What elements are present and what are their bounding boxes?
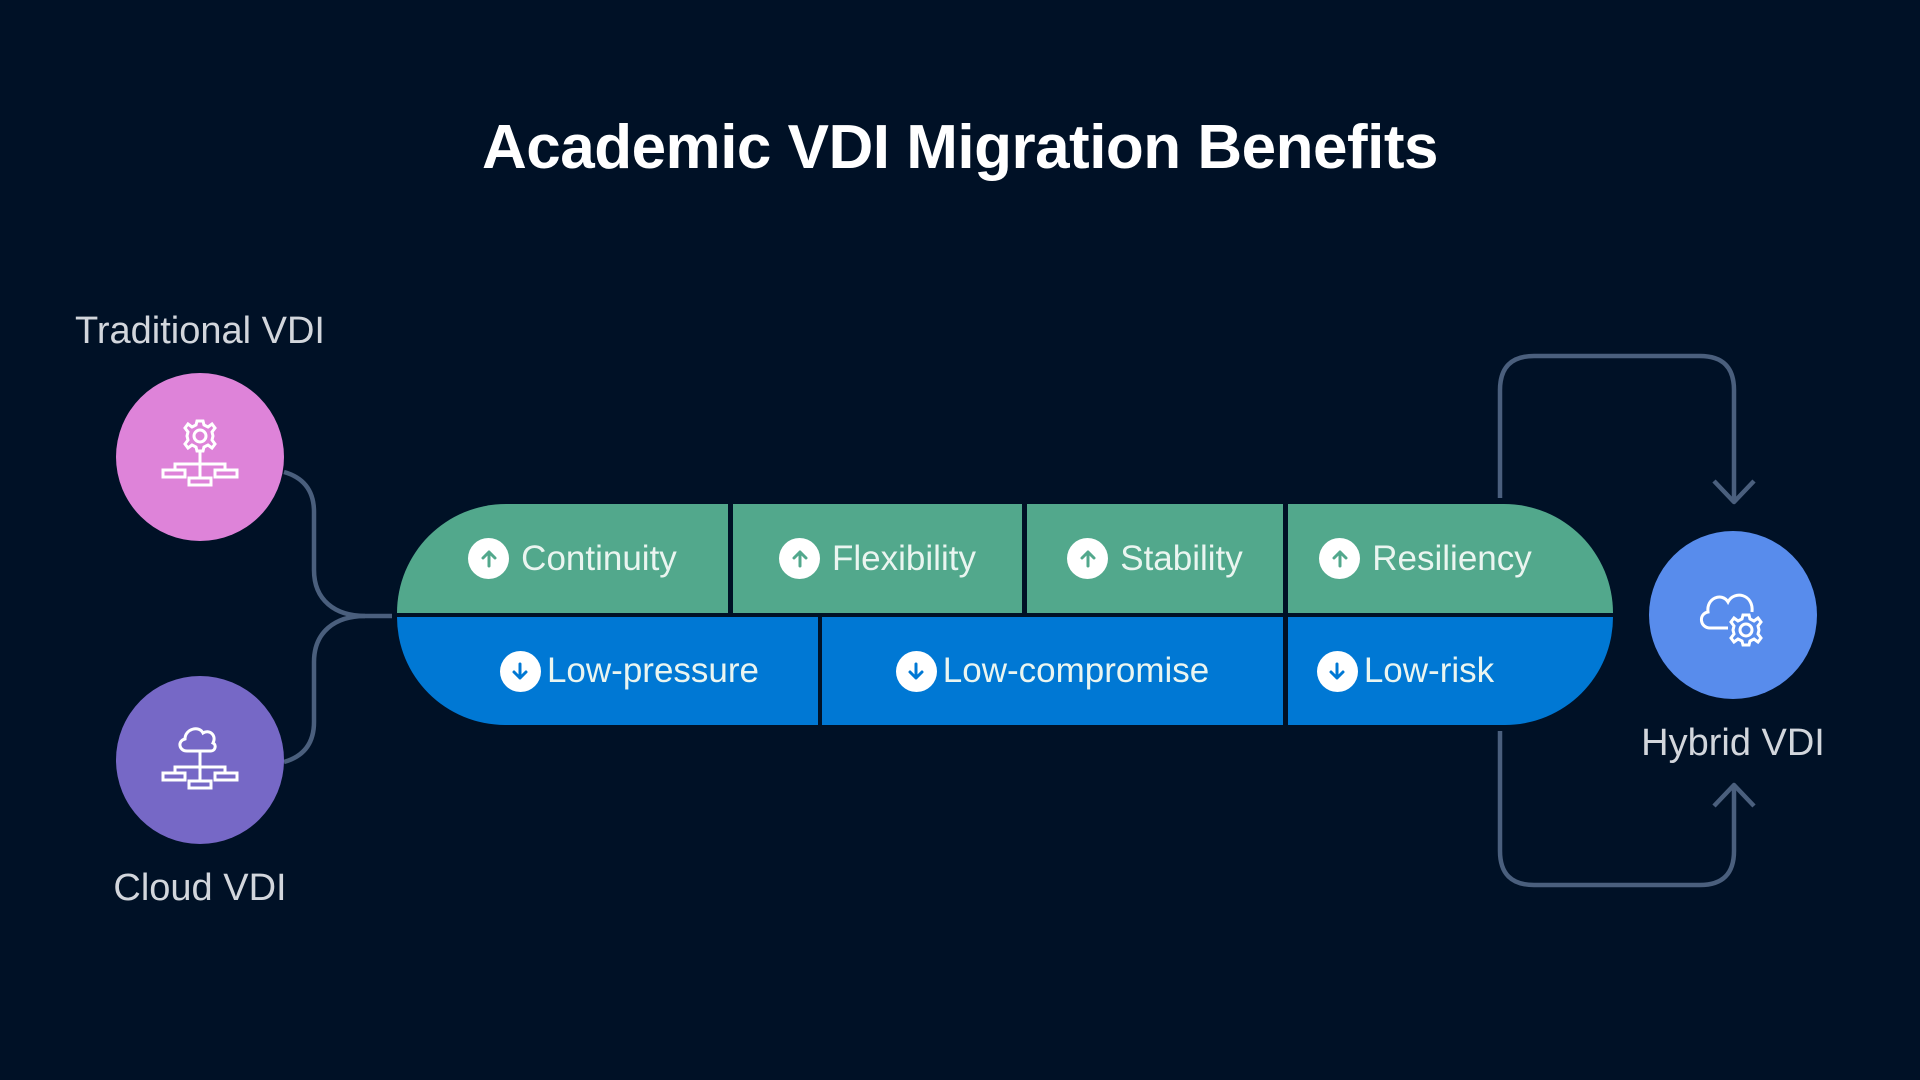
top-arrowhead [1712,479,1756,505]
diagram-title: Academic VDI Migration Benefits [481,113,1439,182]
cloud-vdi-label: Cloud VDI [113,867,287,909]
benefit-label: Low-pressure [546,651,760,690]
benefit-label: Continuity [521,538,677,578]
benefit-label: Stability [1120,538,1243,578]
bottom-arrowhead [1712,782,1756,808]
benefit-flexibility: Flexibility [733,504,1022,613]
gear-network-icon [161,419,239,487]
top-loop-arrow [1497,353,1737,500]
benefit-continuity: Continuity [397,504,728,613]
benefit-low-risk: Low-risk [1288,617,1613,725]
cloud-gear-icon [1700,593,1763,647]
arrow-down-circle-icon [499,650,541,692]
hybrid-vdi-node [1649,531,1817,699]
arrow-up-circle-icon [1067,538,1109,579]
cloud-network-icon [161,727,239,790]
hybrid-vdi-label: Hybrid VDI [1641,722,1825,764]
traditional-connector [283,469,392,619]
benefit-stability: Stability [1027,504,1283,613]
benefit-low-compromise: Low-compromise [822,617,1283,725]
traditional-vdi-label: Traditional VDI [75,310,325,352]
traditional-vdi-node [116,373,284,541]
arrow-up-circle-icon [1319,538,1361,579]
benefit-label: Low-compromise [942,651,1210,690]
arrow-up-circle-icon [779,538,821,579]
arrow-up-circle-icon [468,538,510,579]
bottom-loop-arrow [1497,731,1737,888]
benefit-label: Resiliency [1372,538,1532,578]
arrow-down-circle-icon [895,650,937,692]
benefit-label: Low-risk [1363,651,1495,690]
cloud-vdi-node [116,676,284,844]
cloud-connector [283,613,366,765]
benefit-low-pressure: Low-pressure [397,617,818,725]
arrow-down-circle-icon [1316,650,1358,692]
benefit-resiliency: Resiliency [1288,504,1613,613]
benefit-label: Flexibility [832,538,976,578]
